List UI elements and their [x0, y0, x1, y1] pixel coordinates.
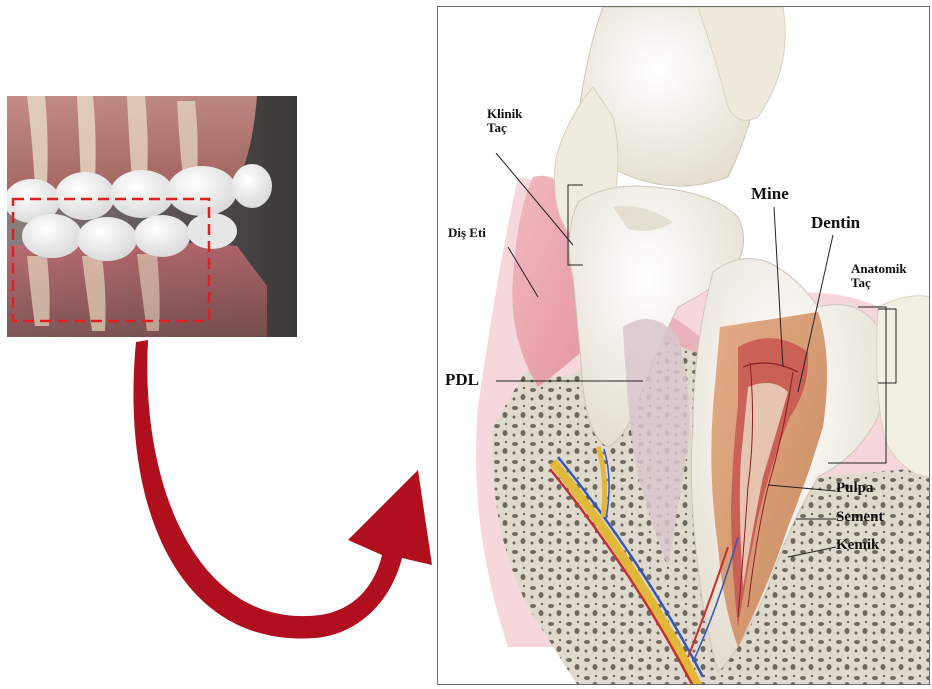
tooth-anatomy-diagram: Klinik Taç Diş Eti Mine Dentin Anatomik … [437, 6, 930, 685]
label-pulpa: Pulpa [836, 481, 874, 497]
curved-arrow-icon [120, 330, 440, 660]
label-dis-eti: Diş Eti [448, 226, 486, 240]
label-kemik: Kemik [836, 538, 879, 554]
teeth-photo [7, 96, 297, 337]
label-klinik-tac-line2: Taç [487, 120, 507, 135]
label-pdl: PDL [445, 371, 479, 389]
label-sement: Sement [836, 510, 884, 526]
label-anatomik-tac-line2: Taç [851, 275, 871, 290]
label-mine: Mine [751, 185, 789, 203]
label-anatomik-tac: Anatomik Taç [851, 262, 907, 289]
label-dentin: Dentin [811, 214, 860, 232]
label-klinik-tac: Klinik Taç [487, 107, 522, 134]
